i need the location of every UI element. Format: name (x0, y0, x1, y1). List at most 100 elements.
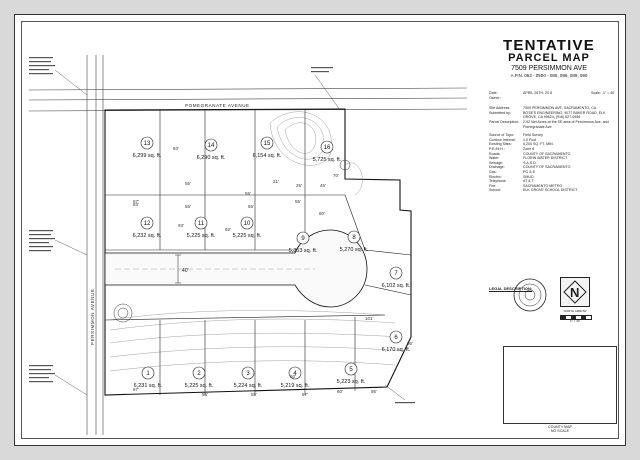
lot-2: 25,225 sq. ft. (185, 366, 214, 389)
info-row: P.E./M.H.:Zone 6 (489, 147, 615, 152)
lot-number: 15 (264, 141, 271, 147)
info-key: Gas: (489, 169, 497, 174)
lot-15: 15 6,154 sq. ft. (253, 136, 282, 159)
info-row: Sewage: S.A.S.D. (489, 161, 615, 166)
dimension-label: 55' (245, 191, 251, 196)
lot-area: 6,299 sq. ft. (133, 153, 162, 159)
lot-4: 4 5,219 sq. ft. (281, 366, 310, 389)
title-line1: TENTATIVE (503, 37, 595, 54)
lot-area: 6,231 sq. ft. (134, 383, 163, 389)
graphic-scale-bar (560, 315, 592, 320)
lot-number-circle (288, 366, 302, 380)
title-line2: PARCEL MAP (508, 52, 590, 64)
lot-area: 5,225 sq. ft. (187, 233, 216, 239)
lot-number: 13 (144, 141, 151, 147)
info-row: Fire:SACRAMENTO METRO (489, 184, 615, 189)
county-map-caption: COUNTY MAP NO SCALE (503, 425, 617, 433)
street-label-west: PERSIMMON AVENUE (90, 288, 95, 345)
lot-number: 1 (146, 371, 150, 377)
info-table: Site Address:7509 PERSIMMON AVE, SACRAME… (489, 106, 615, 193)
street-line (28, 97, 468, 101)
lot-area: 6,232 sq. ft. (133, 233, 162, 239)
lot-number: 7 (394, 271, 398, 277)
lot-number: 9 (301, 236, 305, 242)
dimension-label: 80' (319, 211, 325, 216)
info-row: Existing Sites:5,200 SQ. FT. MIN. (489, 142, 615, 147)
info-key: Source of Topo: (489, 133, 515, 138)
dimension-label: 55' (295, 199, 301, 204)
dimension-label: 93' (178, 223, 184, 228)
info-value: S.A.S.D. (523, 160, 537, 165)
scale-value: 1" = 40' (602, 91, 615, 95)
title-apn: A.P.N. 063 - 0500 - 085, 086, 089, 090 (510, 73, 588, 78)
info-key: Existing Sites: (489, 142, 512, 147)
info-row: Gas:PG & E (489, 170, 615, 175)
lot-number-circle (389, 266, 403, 280)
info-value: ELK GROVE SCHOOL DISTRICT (523, 188, 578, 193)
lot-number: 16 (324, 145, 331, 151)
north-letter: N (570, 285, 579, 300)
street-label-north: POMEGRANATE AVENUE (185, 103, 250, 108)
info-key: Water: (489, 156, 500, 161)
lot-number-circle (140, 216, 154, 230)
lot-number-circle (389, 330, 403, 344)
lot-number-circle (240, 216, 254, 230)
info-value: 2.92 Net Acres at the SE area of Persimm… (523, 119, 609, 129)
tree-symbol (117, 307, 129, 319)
county-map-title: COUNTY MAP (548, 425, 572, 429)
lot-area: 5,270 sq. ft. (340, 247, 369, 253)
dimension-label: 55' (185, 204, 191, 209)
lot-8: 85,270 sq. ft. (340, 230, 369, 253)
info-key: School: (489, 188, 501, 193)
dimension-label: 25' (296, 183, 302, 188)
lot-area: 5,224 sq. ft. (234, 383, 263, 389)
lot-number-circle (320, 140, 334, 154)
lot-number-circle (296, 231, 310, 245)
lot-area: 6,154 sq. ft. (253, 153, 282, 159)
info-key: Parcel Description: (489, 119, 520, 124)
dimension-label: 31' (273, 179, 279, 184)
info-key: Sewage: (489, 160, 503, 165)
lot-12: 126,232 sq. ft. (133, 216, 162, 239)
dimension-label: 60' (337, 389, 343, 394)
info-row: Drainage:COUNTY OF SACRAMENTO (489, 165, 615, 170)
sheet-border (21, 21, 619, 439)
date-value: APRIL 26TH, 20 8 (523, 91, 553, 95)
lot-number-circle (204, 138, 218, 152)
legal-description-label: LEGAL DESCRIPTION: (489, 286, 533, 291)
site-plan: 1 6,231 sq. ft. 25,225 sq. ft. 3 5,224 sq. f… (28, 55, 468, 435)
info-key: Submitted by: (489, 110, 511, 115)
info-key: Drainage: (489, 165, 505, 170)
lot-7: 76,102 sq. ft. (382, 266, 411, 289)
engineer-seal (513, 278, 547, 312)
lot-5: 55,223 sq. ft. (337, 362, 366, 385)
info-row: Water:FLORIN WATER DISTRICT (489, 156, 615, 161)
lot-number-circle (141, 366, 155, 380)
owner-row: Owner: (489, 96, 615, 101)
dimension-label: 60' (290, 374, 296, 379)
info-value: 7509 PERSIMMON AVE, SACRAMENTO, CA (523, 106, 597, 111)
lot-number-circle (241, 366, 255, 380)
lot-number-circle (194, 216, 208, 230)
lot-number-circle (344, 362, 358, 376)
dimension-label: 55' (248, 204, 254, 209)
lot-area: 5,225 sq. ft. (185, 383, 214, 389)
lot-11: 11 5,225 sq. ft. (187, 216, 216, 239)
title-block: TENTATIVE PARCEL MAP 7509 PERSIMMON AVE … (479, 37, 619, 78)
info-value: 1.0 Foot (523, 137, 537, 142)
lot-number: 3 (246, 371, 250, 377)
date-row: Date: APRIL 26TH, 20 8 Scale: 1" = 40' (489, 91, 615, 96)
lot-number: 4 (293, 371, 297, 377)
dimension-label: 101' (365, 316, 374, 321)
lot-number: 11 (198, 221, 205, 227)
dimension-label: 67' (133, 387, 139, 392)
info-key: Contour Interval: (489, 137, 516, 142)
dimension-label: 93' (173, 146, 179, 151)
dimension-label: 92' (225, 227, 231, 232)
lot-number-circle (192, 366, 206, 380)
dimension-label: 55' (202, 392, 208, 397)
dimension-label: 67' (133, 199, 139, 204)
scale-label: Scale: (590, 91, 601, 95)
lot-area: 5,219 sq. ft. (281, 383, 310, 389)
county-map-box (503, 346, 617, 424)
